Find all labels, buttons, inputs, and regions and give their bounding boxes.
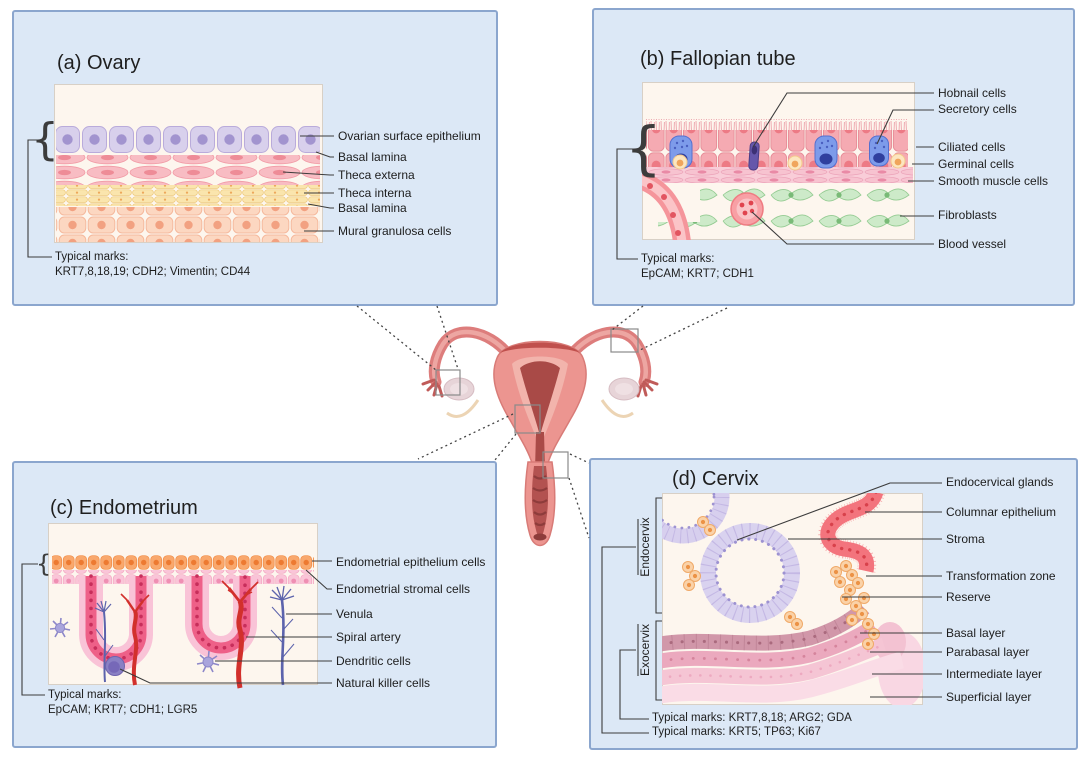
label-secretory-cells: Secretory cells: [938, 102, 1017, 116]
label-parabasal-layer: Parabasal layer: [946, 645, 1030, 659]
label-ciliated-cells: Ciliated cells: [938, 140, 1006, 154]
fallopian-illustration-box: [642, 82, 915, 240]
label-blood-vessel: Blood vessel: [938, 237, 1007, 251]
right-ovary: [608, 377, 640, 401]
endometrium-typical-marks: Typical marks: EpCAM; KRT7; CDH1; LGR5: [48, 689, 198, 716]
label-intermediate-layer: Intermediate layer: [946, 667, 1043, 681]
ovary-typical-marks: Typical marks: KRT7,8,18,19; CDH2; Vimen…: [55, 251, 251, 278]
label-ovarian-surface-epithelium: Ovarian surface epithelium: [338, 129, 481, 143]
label-natural-killer-cells: Natural killer cells: [336, 676, 431, 690]
label-columnar-epithelium: Columnar epithelium: [946, 505, 1057, 519]
label-basal-layer: Basal layer: [946, 626, 1006, 640]
zoom-region-boxes: [435, 328, 639, 479]
uterus-body: [493, 340, 587, 464]
label-theca-externa: Theca externa: [338, 168, 415, 182]
label-endometrial-stromal-cells: Endometrial stromal cells: [336, 582, 471, 596]
label-endocervix: Endocervix: [638, 517, 652, 577]
label-endocervical-glands: Endocervical glands: [946, 475, 1054, 489]
ovary-title: (a) Ovary: [57, 52, 141, 74]
label-stroma: Stroma: [946, 532, 985, 546]
label-basal-lamina-1: Basal lamina: [338, 150, 407, 164]
label-dendritic-cells: Dendritic cells: [336, 654, 411, 668]
label-transformation-zone: Transformation zone: [946, 569, 1056, 583]
label-superficial-layer: Superficial layer: [946, 690, 1032, 704]
label-endometrial-epithelium-cells: Endometrial epithelium cells: [336, 555, 486, 569]
vagina: [524, 461, 556, 547]
cervix-title: (d) Cervix: [672, 468, 759, 490]
label-hobnail-cells: Hobnail cells: [938, 86, 1007, 100]
endometrium-illustration-box: [48, 523, 318, 685]
fallopian-typical-marks: Typical marks: EpCAM; KRT7; CDH1: [641, 253, 754, 280]
cervix-typical-marks-exo: Typical marks: KRT5; TP63; Ki67: [652, 726, 821, 738]
cervix-illustration-box: [662, 493, 923, 705]
ovary-illustration-box: [54, 84, 323, 243]
label-fibroblasts: Fibroblasts: [938, 208, 997, 222]
label-germinal-cells: Germinal cells: [938, 157, 1015, 171]
left-ovary: [443, 377, 475, 401]
label-exocervix: Exocervix: [638, 623, 652, 677]
endometrium-title: (c) Endometrium: [50, 497, 198, 519]
fallopian-title: (b) Fallopian tube: [640, 48, 796, 70]
label-basal-lamina-2: Basal lamina: [338, 201, 407, 215]
cervix-typical-marks-endo: Typical marks: KRT7,8,18; ARG2; GDA: [652, 712, 852, 724]
label-smooth-muscle-cells: Smooth muscle cells: [938, 174, 1049, 188]
fimbriae: [421, 378, 659, 398]
label-venula: Venula: [336, 607, 373, 621]
label-theca-interna: Theca interna: [338, 186, 412, 200]
label-spiral-artery: Spiral artery: [336, 630, 401, 644]
label-mural-granulosa-cells: Mural granulosa cells: [338, 224, 452, 238]
label-reserve: Reserve: [946, 590, 991, 604]
